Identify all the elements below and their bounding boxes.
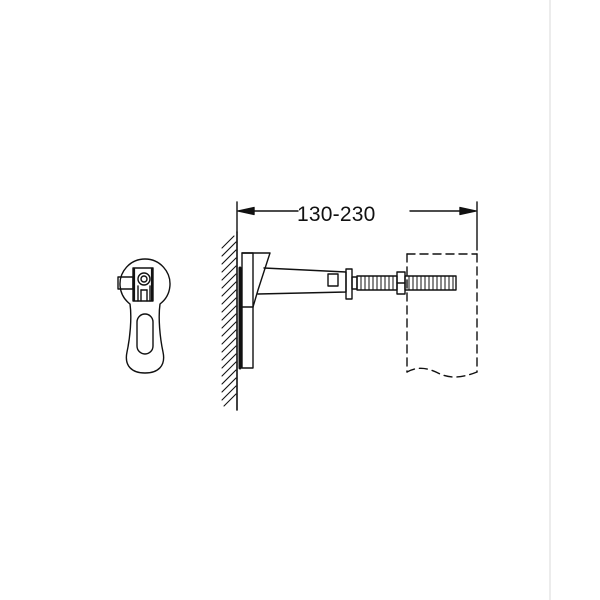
wall — [221, 231, 238, 411]
dimension-line — [236, 201, 478, 251]
threaded-rod — [356, 271, 457, 295]
front-view-bracket — [117, 258, 171, 374]
page-divider — [549, 0, 551, 600]
dimension-label: 130-230 — [297, 203, 376, 226]
side-view-bracket — [238, 252, 358, 370]
fixture-outline — [406, 253, 478, 378]
